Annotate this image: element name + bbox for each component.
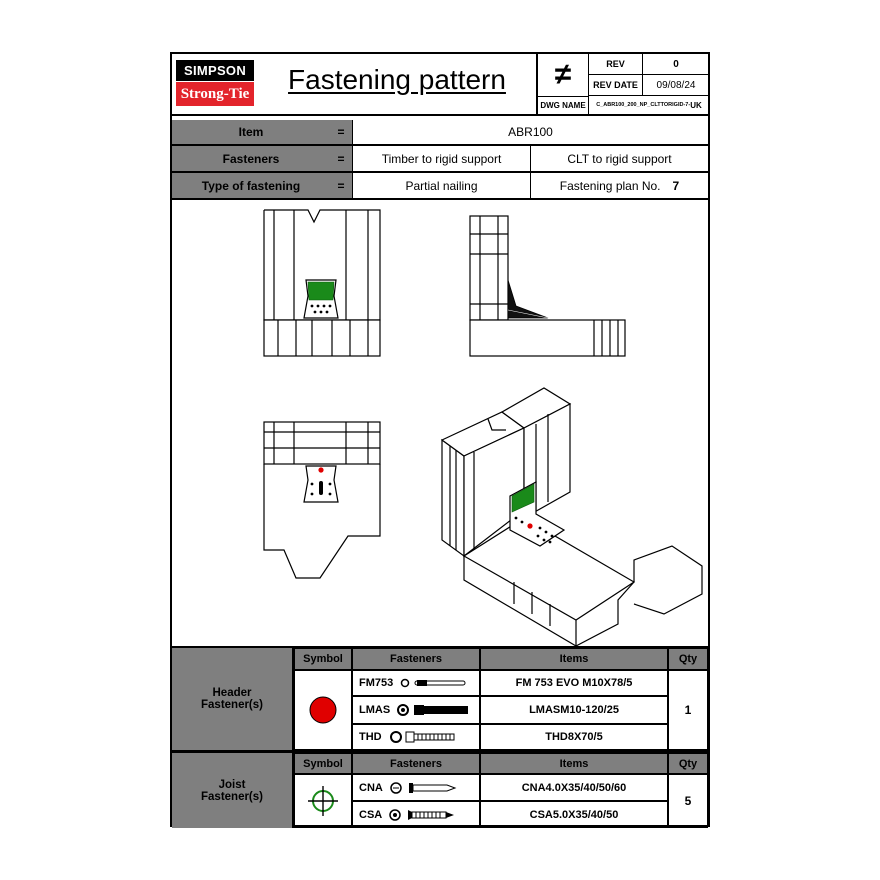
thd-screw-icon <box>389 731 455 743</box>
fastener-name: THD <box>359 731 382 743</box>
header-fasteners-label: Header Fastener(s) <box>172 648 294 750</box>
qty-value: 5 <box>668 774 708 828</box>
item-value: THD8X70/5 <box>480 724 668 750</box>
symbol-header: Symbol <box>294 753 352 774</box>
items-header: Items <box>480 648 668 670</box>
fastener-name: FM753 <box>359 677 394 689</box>
qty-value: 1 <box>668 670 708 750</box>
item-value: CSA5.0X35/40/50 <box>480 801 668 828</box>
crosshair-symbol-icon <box>308 786 338 816</box>
fasteners-header: Fasteners <box>352 753 480 774</box>
fastener-name: CSA <box>359 808 383 821</box>
dwg-name-value: C_ABR100_200_NP_CLTTORIGID-7-UK <box>596 100 702 110</box>
qty-header: Qty <box>668 753 708 774</box>
info-table: Item = ABR100 Fasteners = Timber to rigi… <box>172 116 708 200</box>
fastener-name: LMAS <box>359 704 391 716</box>
equals-sign: = <box>330 120 352 144</box>
lmas-screw-icon <box>397 704 469 716</box>
drawing-sheet: SIMPSON Strong-Tie Fastening pattern ≠ D… <box>170 52 710 828</box>
front-view-drawing <box>263 209 381 357</box>
header-fasteners-table: Header Fastener(s) Symbol Fasteners Item… <box>172 646 708 750</box>
fastening-plan-label: Fastening plan No. <box>559 178 661 193</box>
item-value: ABR100 <box>352 120 708 144</box>
item-value: CNA4.0X35/40/50/60 <box>480 774 668 801</box>
equals-sign: = <box>330 146 352 171</box>
item-label: Item <box>172 120 330 144</box>
page-title: Fastening pattern <box>288 64 506 95</box>
rev-date-label: REV DATE <box>589 75 643 96</box>
fastener-row: FM753 <box>352 670 480 696</box>
rev-value: 0 <box>643 54 709 75</box>
joist-fasteners-label: Joist Fastener(s) <box>172 753 294 828</box>
not-equal-icon: ≠ <box>536 54 588 96</box>
title-block: SIMPSON Strong-Tie Fastening pattern ≠ D… <box>172 54 709 116</box>
item-value: LMASM10-120/25 <box>480 696 668 724</box>
fasteners-header: Fasteners <box>352 648 480 670</box>
joist-fasteners-table: Joist Fastener(s) Symbol Fasteners Items… <box>172 750 708 828</box>
type-of-fastening-label: Type of fastening <box>172 173 330 198</box>
fastener-row: THD <box>352 724 480 750</box>
fasteners-value-timber: Timber to rigid support <box>352 146 530 171</box>
divider <box>172 144 708 146</box>
items-header: Items <box>480 753 668 774</box>
qty-header: Qty <box>668 648 708 670</box>
brand-logo-top: SIMPSON <box>176 60 254 81</box>
fasteners-value-clt: CLT to rigid support <box>530 146 708 171</box>
dwg-name-label: DWG NAME <box>536 96 588 114</box>
fm753-anchor-icon <box>401 678 466 688</box>
rev-label: REV <box>589 54 643 75</box>
isometric-view-drawing <box>440 387 703 646</box>
fastening-plan: Fastening plan No. 7 <box>530 173 708 198</box>
fastener-row: CSA <box>352 801 480 828</box>
technical-drawing-views <box>263 209 703 646</box>
symbol-cell <box>294 670 352 750</box>
fasteners-label: Fasteners <box>172 146 330 171</box>
fastener-name: CNA <box>359 781 383 794</box>
symbol-cell <box>294 774 352 828</box>
top-view-drawing <box>263 421 381 579</box>
brand-logo-bottom: Strong-Tie <box>176 82 254 106</box>
type-of-fastening-value: Partial nailing <box>352 173 530 198</box>
red-dot-symbol-icon <box>309 696 337 724</box>
equals-sign: = <box>330 173 352 198</box>
rev-date-value: 09/08/24 <box>643 75 709 96</box>
fastening-plan-number: 7 <box>672 178 680 193</box>
symbol-header: Symbol <box>294 648 352 670</box>
item-value: FM 753 EVO M10X78/5 <box>480 670 668 696</box>
revision-block: REV 0 REV DATE 09/08/24 C_ABR100_200_NP_… <box>588 54 709 114</box>
csa-screw-icon <box>389 808 455 821</box>
side-view-drawing <box>469 215 626 357</box>
fastener-row: LMAS <box>352 696 480 724</box>
fastener-row: CNA <box>352 774 480 801</box>
divider <box>172 171 708 173</box>
cna-nail-icon <box>390 781 457 794</box>
